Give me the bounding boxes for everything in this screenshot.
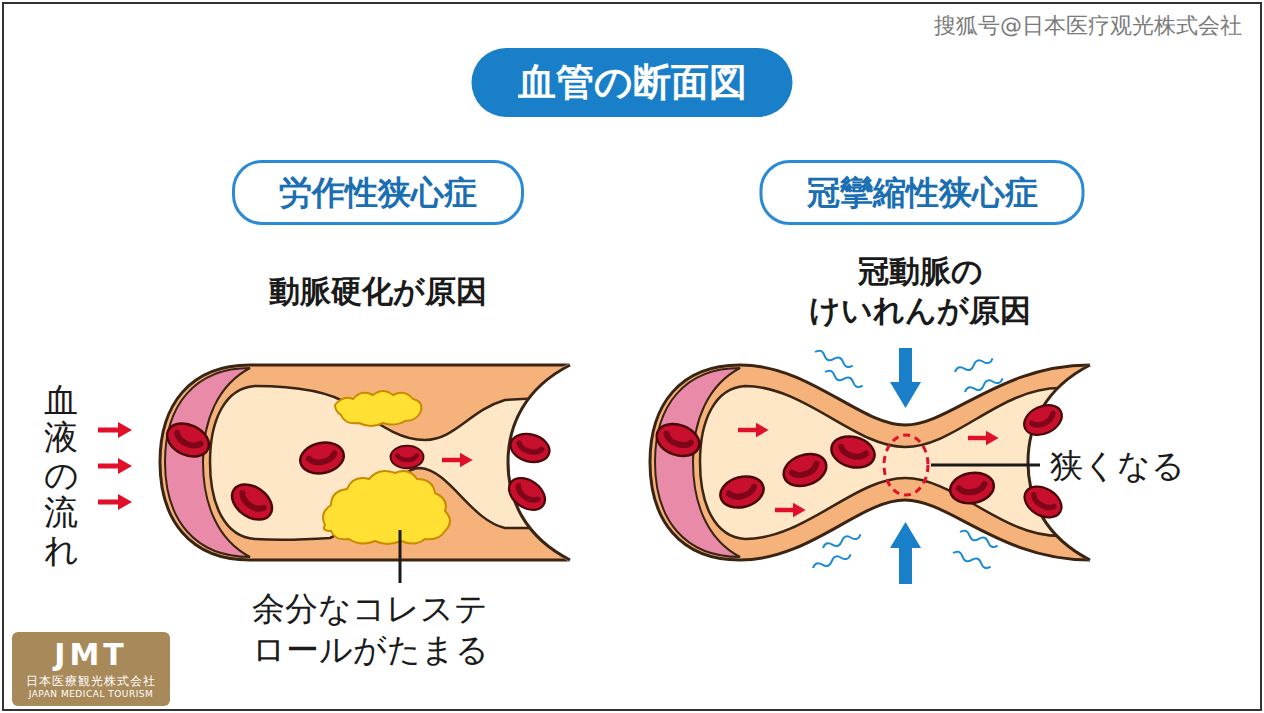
logo-text: JAPAN MEDICAL TOURISM — [24, 689, 158, 700]
artery-spasm — [650, 348, 1093, 584]
frame — [3, 3, 1261, 710]
subtitle-pill: 労作性狭心症 — [232, 160, 524, 225]
watermark: 搜狐号@日本医疗观光株式会社 — [934, 12, 1242, 40]
logo-text: JMT — [24, 636, 158, 674]
leader-line — [399, 530, 402, 583]
subtitle-text: 労作性狭心症 — [277, 172, 479, 213]
flow-arrows — [98, 422, 132, 510]
spasm-waves — [812, 349, 1004, 571]
callout-text: 狭くなる — [1050, 445, 1185, 486]
artery-atherosclerosis — [160, 362, 572, 583]
flow-label: 血液の流れ — [44, 382, 78, 569]
title-text: 血管の断面図 — [518, 58, 747, 107]
callout-text: 余分なコレステ ロールがたまる — [252, 588, 552, 671]
narrowing-mark — [884, 435, 928, 495]
cause-text: 動脈硬化が原因 — [269, 272, 487, 311]
subtitle-pill: 冠攣縮性狭心症 — [760, 160, 1085, 225]
cause-text: 冠動脈の けいれんが原因 — [770, 252, 1070, 330]
subtitle-text: 冠攣縮性狭心症 — [805, 172, 1040, 213]
title-pill: 血管の断面図 — [472, 48, 793, 117]
logo-text: 日本医療観光株式会社 — [24, 674, 158, 689]
logo-badge: JMT日本医療観光株式会社JAPAN MEDICAL TOURISM — [12, 632, 170, 706]
leader-line — [931, 464, 1040, 467]
pressure-arrows — [890, 348, 921, 584]
